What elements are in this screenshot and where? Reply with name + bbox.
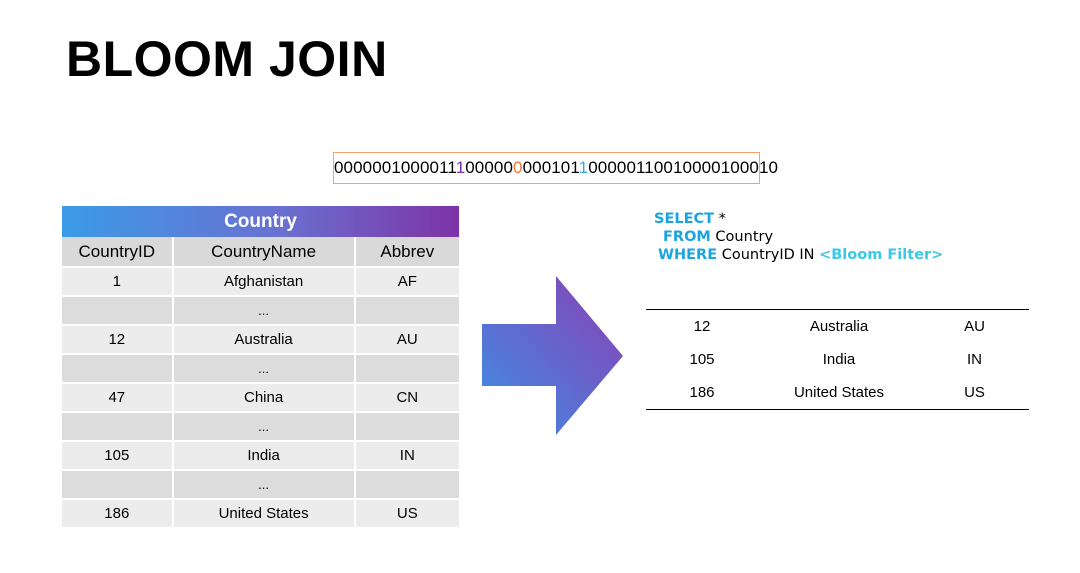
table-row: 12 Australia AU	[62, 324, 459, 354]
cell-countryname: ...	[172, 469, 356, 499]
table-row: ...	[62, 411, 459, 441]
table-row: 47 China CN	[62, 382, 459, 412]
cell-countryid: 186	[62, 498, 174, 527]
bits-highlight-blue: 1	[578, 158, 589, 177]
sql-bloom-filter: <Bloom Filter>	[819, 247, 944, 263]
table-row: 12 Australia AU	[646, 310, 1029, 344]
slide-title: BLOOM JOIN	[66, 31, 388, 87]
table-row: 186 United States US	[646, 376, 1029, 410]
cell-countryname: ...	[172, 411, 356, 441]
cell-countryid	[62, 469, 174, 499]
sql-keyword-where: WHERE	[658, 247, 718, 263]
sql-line-from: FROM Country	[654, 228, 943, 246]
sql-keyword-select: SELECT	[654, 211, 715, 227]
cell-countryid: 12	[693, 318, 711, 335]
table-row: ...	[62, 353, 459, 383]
bits-segment: 0000001000011	[334, 158, 456, 177]
table-row: 105 India IN	[646, 343, 1029, 376]
cell-abbrev	[354, 411, 459, 441]
cell-countryid: 105	[689, 351, 715, 368]
bits-segment: 00000	[465, 158, 514, 177]
table-row: ...	[62, 469, 459, 499]
cell-countryid	[62, 411, 174, 441]
bloom-filter-bitstring: 0000001000011100000000010110000011001000…	[333, 152, 778, 184]
cell-countryname: ...	[172, 353, 356, 383]
country-table: Country CountryID CountryName Abbrev 1 A…	[62, 206, 459, 527]
cell-abbrev: IN	[354, 440, 459, 470]
cell-countryid: 186	[689, 384, 715, 401]
cell-abbrev: CN	[354, 382, 459, 412]
cell-countryname: ...	[172, 295, 356, 325]
sql-select-columns: *	[714, 211, 726, 227]
result-table: 12 Australia AU 105 India IN 186 United …	[646, 309, 1029, 410]
cell-abbrev: AU	[964, 318, 985, 335]
sql-query: SELECT * FROM Country WHERE CountryID IN…	[654, 210, 943, 264]
cell-countryid: 12	[62, 324, 174, 354]
sql-where-clause: CountryID IN	[717, 247, 820, 263]
cell-countryname: India	[822, 351, 856, 368]
cell-abbrev: AU	[354, 324, 459, 354]
cell-abbrev	[354, 353, 459, 383]
cell-countryname: United States	[172, 498, 356, 527]
column-header-abbrev: Abbrev	[354, 237, 459, 267]
cell-countryname: Australia	[809, 318, 869, 335]
cell-countryid	[62, 353, 174, 383]
column-header-countryname: CountryName	[172, 237, 356, 267]
cell-countryname: Australia	[172, 324, 356, 354]
cell-countryid	[62, 295, 174, 325]
table-caption: Country	[62, 206, 459, 237]
cell-abbrev: AF	[354, 266, 459, 296]
cell-countryid: 105	[62, 440, 174, 470]
table-row: 186 United States US	[62, 498, 459, 527]
cell-countryname: India	[172, 440, 356, 470]
cell-countryid: 1	[62, 266, 174, 296]
bits-highlight-purple: 1	[455, 158, 466, 177]
sql-line-where: WHERE CountryID IN <Bloom Filter>	[654, 246, 943, 264]
right-arrow-icon	[482, 276, 623, 435]
cell-countryname: Afghanistan	[172, 266, 356, 296]
table-row: ...	[62, 295, 459, 325]
table-row: 1 Afghanistan AF	[62, 266, 459, 296]
cell-abbrev: US	[964, 384, 985, 401]
bits-segment: 00000110010000100010	[588, 158, 779, 177]
sql-from-table: Country	[710, 229, 774, 245]
bits-highlight-orange: 0	[513, 158, 523, 177]
column-header-countryid: CountryID	[62, 237, 174, 267]
cell-abbrev: US	[354, 498, 459, 527]
cell-abbrev	[354, 295, 459, 325]
sql-keyword-from: FROM	[663, 229, 711, 245]
cell-countryname: United States	[793, 384, 885, 401]
table-row: 105 India IN	[62, 440, 459, 470]
bits-segment: 000101	[522, 158, 579, 177]
cell-countryid: 47	[62, 382, 174, 412]
cell-abbrev: IN	[967, 351, 982, 368]
cell-countryname: China	[172, 382, 356, 412]
cell-abbrev	[354, 469, 459, 499]
sql-line-select: SELECT *	[654, 210, 943, 228]
